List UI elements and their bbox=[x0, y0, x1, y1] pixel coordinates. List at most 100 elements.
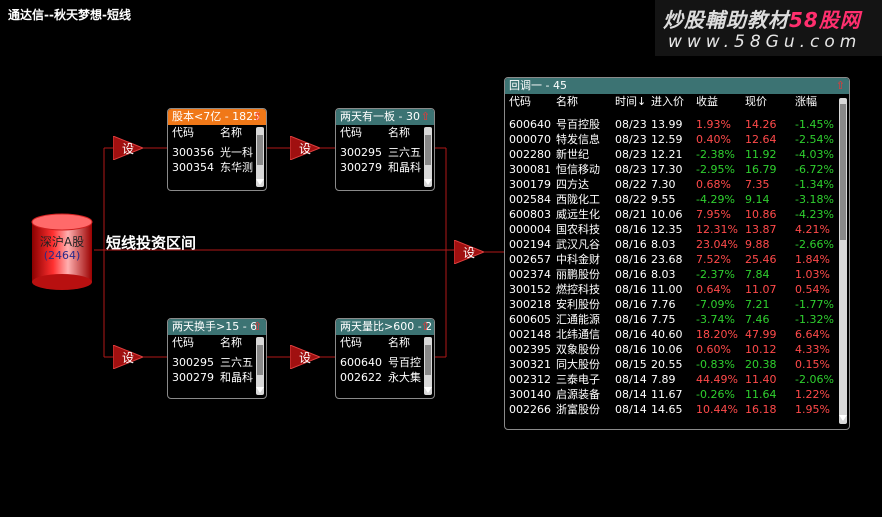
setting-node-1[interactable]: 设 bbox=[113, 136, 143, 160]
scrollbar-thumb[interactable] bbox=[425, 135, 431, 165]
cell-price: 9.14 bbox=[745, 193, 770, 206]
cell-time: 08/23 bbox=[615, 133, 647, 146]
scrollbar-thumb[interactable] bbox=[257, 135, 263, 165]
scrollbar[interactable] bbox=[839, 98, 847, 424]
filter-panel-header[interactable]: 两天量比>600 - 2⇧ bbox=[336, 319, 434, 335]
cell-entry-price: 13.99 bbox=[651, 118, 683, 131]
down-triangle-icon[interactable] bbox=[424, 387, 432, 393]
up-arrow-icon[interactable]: ⇧ bbox=[252, 110, 262, 123]
cell-time: 08/14 bbox=[615, 388, 647, 401]
source-label: 深沪A股 bbox=[39, 235, 85, 249]
col-entry-price[interactable]: 进入价 bbox=[651, 95, 684, 108]
up-arrow-icon[interactable]: ⇧ bbox=[835, 79, 845, 92]
cell-code: 300081 bbox=[509, 163, 551, 176]
cell-price: 7.21 bbox=[745, 298, 770, 311]
cell-name: 四方达 bbox=[556, 178, 589, 191]
scrollbar-thumb[interactable] bbox=[257, 345, 263, 375]
cell-change: -1.34% bbox=[795, 178, 834, 191]
cell-change: 4.33% bbox=[795, 343, 830, 356]
cell-code: 300179 bbox=[509, 178, 551, 191]
cell-name: 中科金财 bbox=[556, 253, 600, 266]
setting-node-5[interactable]: 设 bbox=[454, 240, 484, 264]
setting-node-2[interactable]: 设 bbox=[290, 136, 320, 160]
filter-panel-header[interactable]: 股本<7亿 - 1825⇧ bbox=[168, 109, 266, 125]
down-triangle-icon[interactable] bbox=[839, 415, 847, 421]
col-change[interactable]: 涨幅 bbox=[795, 95, 817, 108]
up-arrow-icon[interactable]: ⇧ bbox=[252, 320, 262, 333]
cell-price: 20.38 bbox=[745, 358, 777, 371]
result-panel-header[interactable]: 回调一 - 45⇧ bbox=[505, 78, 849, 94]
scrollbar-thumb[interactable] bbox=[840, 104, 846, 240]
cell-entry-price: 12.21 bbox=[651, 148, 683, 161]
cell-time: 08/22 bbox=[615, 178, 647, 191]
cell-name: 双象股份 bbox=[556, 343, 600, 356]
cell-return: 7.52% bbox=[696, 253, 731, 266]
cell-time: 08/23 bbox=[615, 118, 647, 131]
col-price[interactable]: 现价 bbox=[745, 95, 767, 108]
filter-panel-header[interactable]: 两天有一板 - 30⇧ bbox=[336, 109, 434, 125]
down-triangle-icon[interactable] bbox=[424, 179, 432, 185]
source-database[interactable]: 深沪A股 (2464) bbox=[30, 213, 94, 291]
cell-time: 08/16 bbox=[615, 343, 647, 356]
cell-return: 18.20% bbox=[696, 328, 738, 341]
cell-name: 安利股份 bbox=[556, 298, 600, 311]
scrollbar-thumb[interactable] bbox=[425, 345, 431, 375]
cell-code: 600605 bbox=[509, 313, 551, 326]
cell-entry-price: 7.76 bbox=[651, 298, 676, 311]
col-name[interactable]: 名称 bbox=[556, 95, 578, 108]
cell-code: 002374 bbox=[509, 268, 551, 281]
cell-code: 600803 bbox=[509, 208, 551, 221]
setting-node-4[interactable]: 设 bbox=[290, 345, 320, 369]
setting-node-3[interactable]: 设 bbox=[113, 345, 143, 369]
up-arrow-icon[interactable]: ⇧ bbox=[420, 320, 430, 333]
cell-entry-price: 12.35 bbox=[651, 223, 683, 236]
down-triangle-icon[interactable] bbox=[256, 387, 264, 393]
cell-price: 10.86 bbox=[745, 208, 777, 221]
col-time[interactable]: 时间↓ bbox=[615, 95, 647, 108]
up-arrow-icon[interactable]: ⇧ bbox=[420, 110, 430, 123]
col-code[interactable]: 代码 bbox=[509, 95, 531, 108]
cell-code: 600640 bbox=[509, 118, 551, 131]
cell-time: 08/16 bbox=[615, 238, 647, 251]
down-triangle-icon[interactable] bbox=[256, 179, 264, 185]
cell-return: 0.68% bbox=[696, 178, 731, 191]
cell-price: 13.87 bbox=[745, 223, 777, 236]
cell-return: -0.83% bbox=[696, 358, 735, 371]
filter-panel-header[interactable]: 两天换手>15 - 6⇧ bbox=[168, 319, 266, 335]
col-return[interactable]: 收益 bbox=[696, 95, 718, 108]
cell-time: 08/16 bbox=[615, 298, 647, 311]
